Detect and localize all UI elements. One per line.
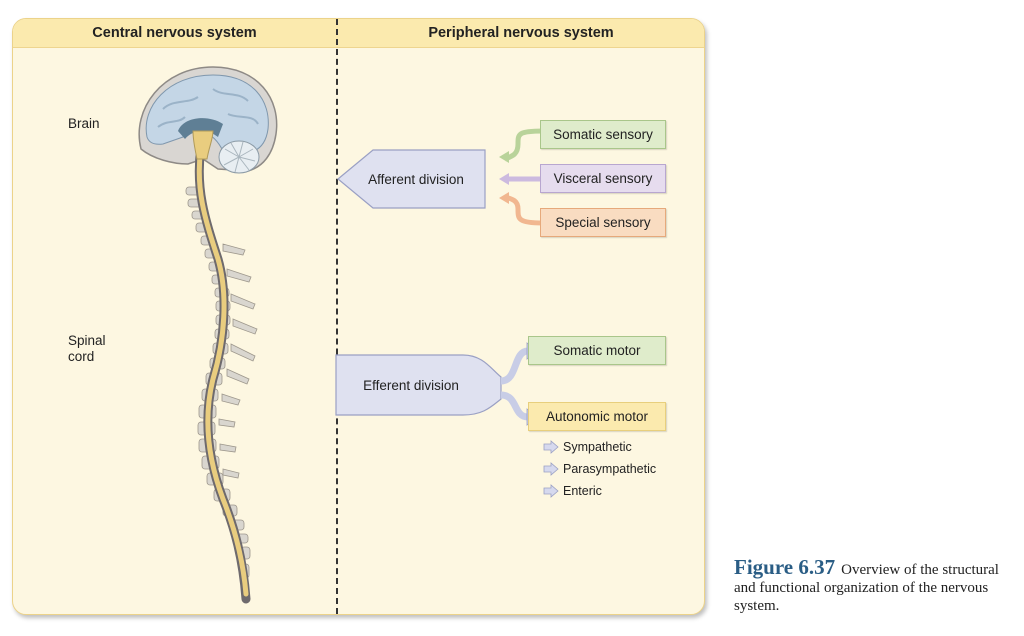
somatic-sensory-box: Somatic sensory [540, 120, 666, 149]
arrow-right-icon [543, 484, 559, 498]
spinal-cord-label-line1: Spinal [68, 333, 106, 348]
ventricle [178, 118, 223, 139]
visceral-sensory-box: Visceral sensory [540, 164, 666, 193]
brain-spinal-cord-illustration [138, 66, 278, 604]
caption-text: Overview of the structural and functiona… [734, 562, 999, 614]
arrow-right-icon [543, 462, 559, 476]
pns-header: Peripheral nervous system [428, 25, 614, 41]
enteric-label: Enteric [563, 484, 602, 498]
sympathetic-item: Sympathetic [543, 440, 632, 454]
panel-header: Central nervous system Peripheral nervou… [13, 19, 704, 48]
sympathetic-label: Sympathetic [563, 440, 632, 454]
somatic-motor-box: Somatic motor [528, 336, 666, 365]
arrow-right-icon [543, 440, 559, 454]
cns-header: Central nervous system [92, 25, 257, 41]
autonomic-motor-box: Autonomic motor [528, 402, 666, 431]
efferent-division-shape [335, 354, 502, 416]
enteric-item: Enteric [543, 484, 602, 498]
afferent-division-shape [337, 149, 486, 209]
spinal-cord-label: Spinal cord [68, 333, 106, 365]
parasympathetic-label: Parasympathetic [563, 462, 657, 476]
pns-flow-graphics [335, 128, 544, 426]
brainstem [192, 130, 214, 160]
special-sensory-box: Special sensory [540, 208, 666, 237]
efferent-division-label: Efferent division [363, 377, 459, 393]
special-sensory-arrow [504, 194, 544, 226]
somatic-motor-arrow [500, 347, 529, 385]
parasympathetic-item: Parasympathetic [543, 462, 656, 476]
brain-label: Brain [68, 116, 100, 131]
cns-pns-divider [336, 19, 338, 614]
somatic-sensory-arrow [504, 128, 544, 162]
autonomic-motor-arrow [500, 391, 529, 421]
diagram-panel: Central nervous system Peripheral nervou… [12, 18, 705, 615]
figure-number: Figure 6.37 [734, 555, 836, 579]
spinal-cord-label-line2: cord [68, 349, 95, 364]
afferent-division-label: Afferent division [368, 171, 464, 187]
